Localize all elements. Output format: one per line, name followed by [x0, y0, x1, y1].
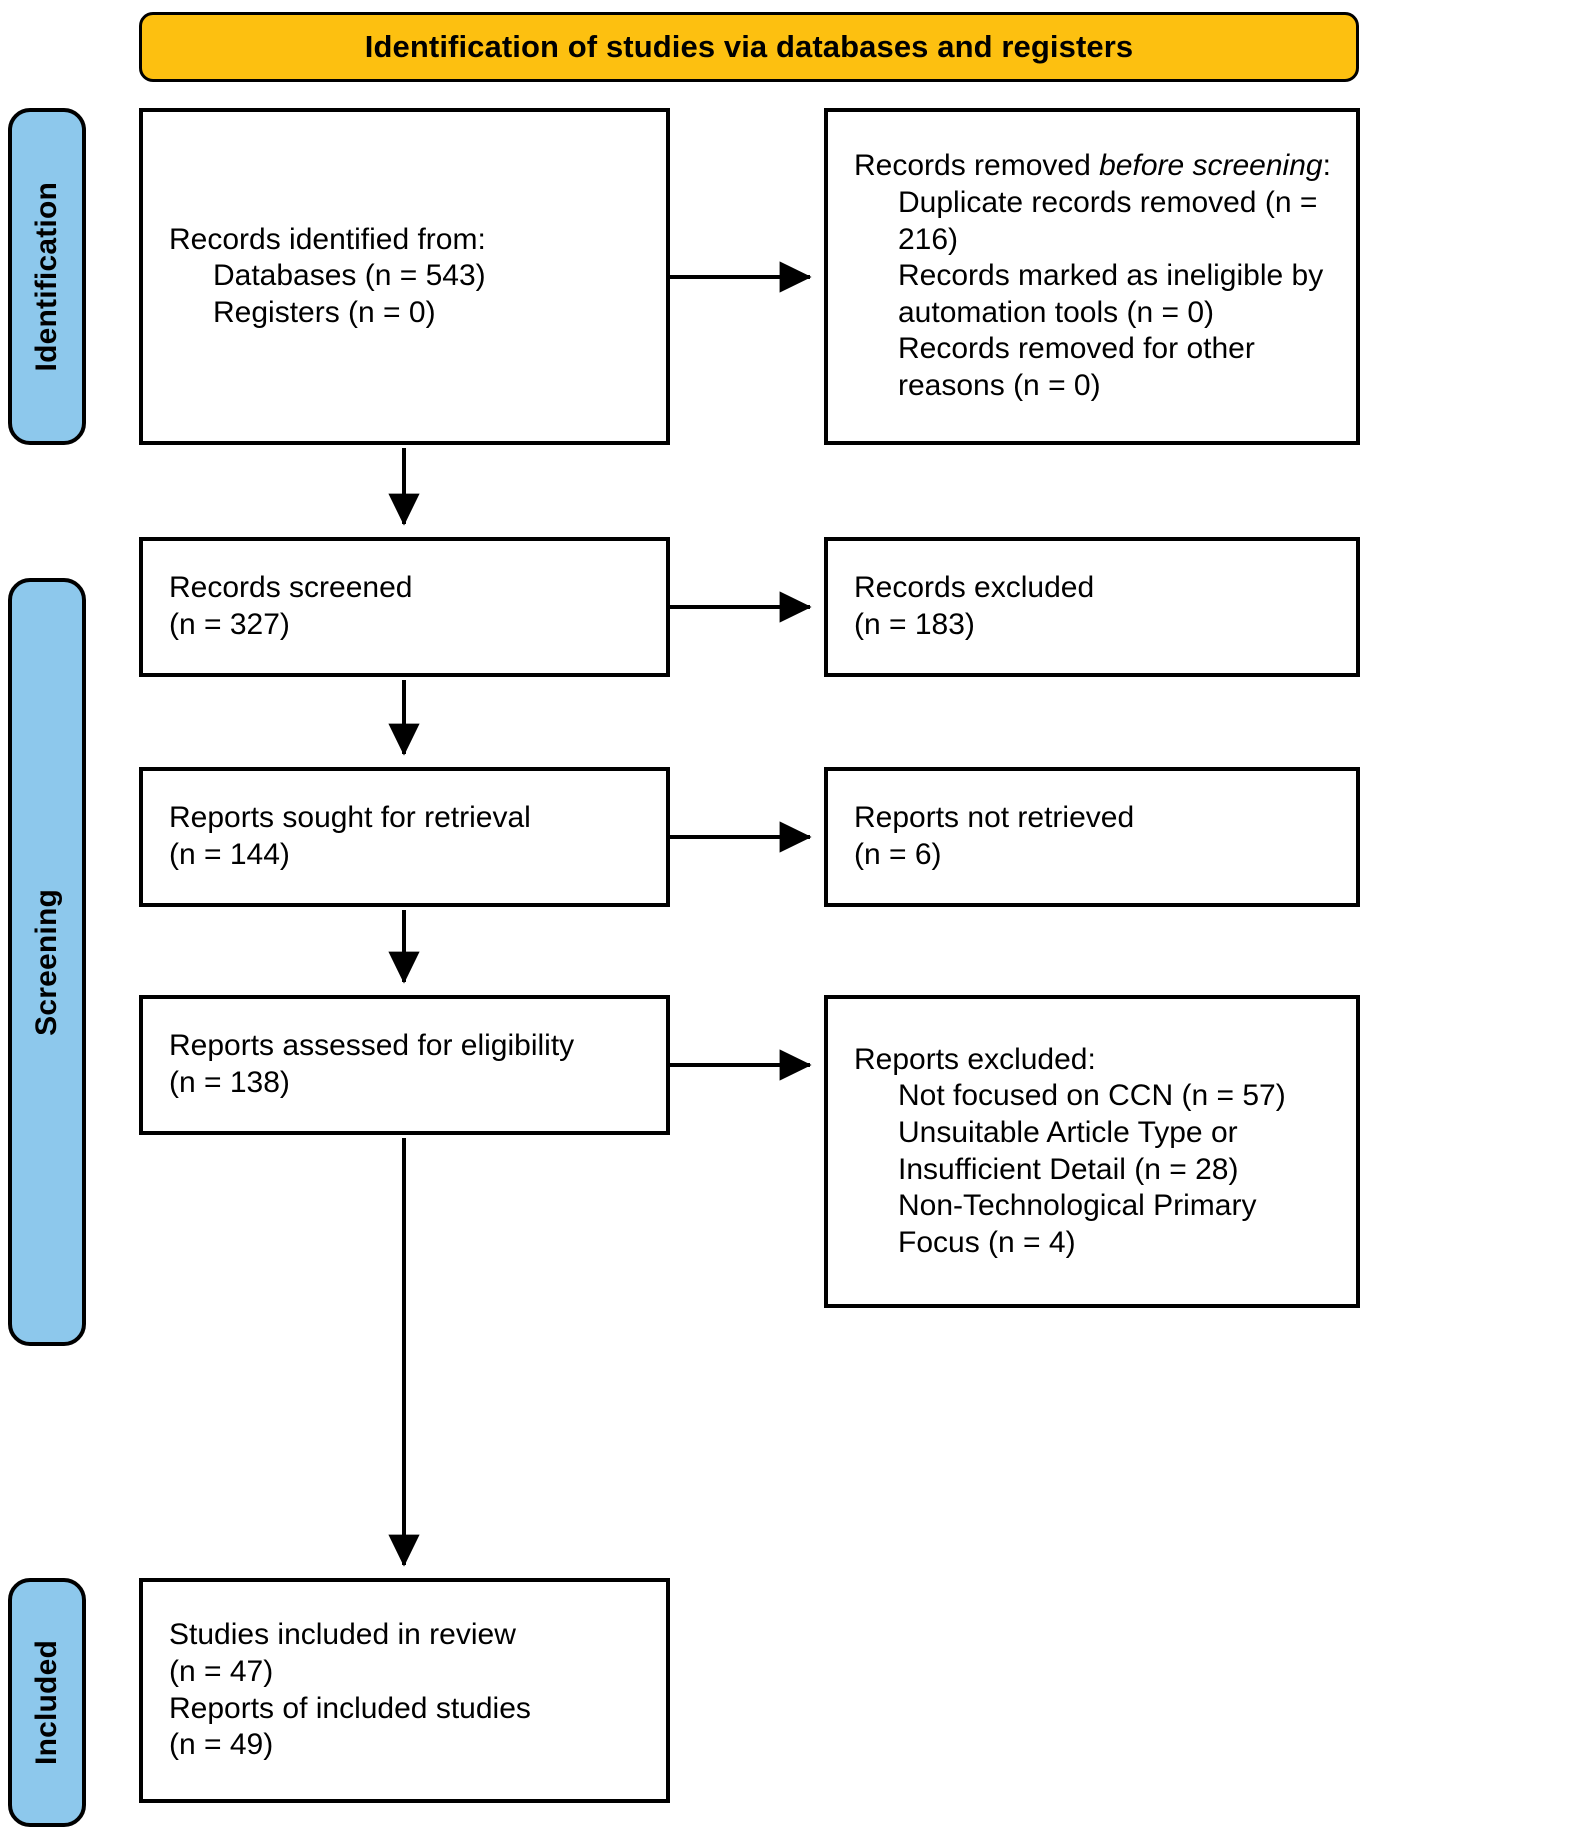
- box-line: Databases (n = 543): [213, 259, 486, 293]
- box-line: Records marked as ineligible by automati…: [898, 259, 1332, 329]
- box-line: (n = 144): [169, 838, 290, 871]
- removed-lead-plain: Records removed: [854, 149, 1100, 183]
- stage-label-screening: Screening: [30, 888, 63, 1036]
- box-reports-excluded: Reports excluded: Not focused on CCN (n …: [824, 995, 1360, 1308]
- box-line: Records identified from:: [169, 222, 486, 256]
- box-line-heading: Records removed before screening:: [854, 148, 1338, 185]
- box-line: Reports sought for retrieval: [169, 801, 531, 835]
- box-reports-assessed-for-eligibility: Reports assessed for eligibility (n = 13…: [139, 995, 670, 1135]
- box-line: Non-Technological Primary Focus (n = 4): [898, 1189, 1265, 1259]
- box-reports-not-retrieved: Reports not retrieved (n = 6): [824, 767, 1360, 907]
- box-line: Reports of included studies: [169, 1691, 531, 1725]
- box-reports-sought-for-retrieval: Reports sought for retrieval (n = 144): [139, 767, 670, 907]
- box-line: (n = 49): [169, 1728, 274, 1762]
- box-line: Reports not retrieved: [854, 801, 1135, 835]
- box-line: Reports assessed for eligibility: [169, 1029, 575, 1063]
- box-line: (n = 138): [169, 1066, 290, 1099]
- box-line: Records screened: [169, 571, 413, 605]
- box-records-excluded: Records excluded (n = 183): [824, 537, 1360, 677]
- page-title: Identification of studies via databases …: [364, 29, 1134, 64]
- box-line: Studies included in review: [169, 1618, 516, 1652]
- box-line: (n = 6): [854, 838, 942, 871]
- box-line: Records excluded: [854, 571, 1095, 605]
- box-line: Duplicate records removed (n = 216): [898, 186, 1326, 256]
- box-records-removed-before-screening: Records removed before screening: Duplic…: [824, 108, 1360, 445]
- box-records-screened: Records screened (n = 327): [139, 537, 670, 677]
- box-line: Registers (n = 0): [213, 295, 436, 329]
- removed-lead-italic: before screening: [1099, 149, 1323, 183]
- box-records-identified: Records identified from: Databases (n = …: [139, 108, 670, 445]
- box-line: (n = 47): [169, 1654, 274, 1688]
- stage-pill-identification: Identification: [8, 108, 86, 445]
- stage-label-included: Included: [30, 1640, 63, 1765]
- removed-lead-tail: :: [1322, 149, 1331, 183]
- box-line: (n = 327): [169, 608, 290, 641]
- box-line: Not focused on CCN (n = 57): [898, 1079, 1286, 1113]
- box-line: Unsuitable Article Type or Insufficient …: [898, 1115, 1246, 1186]
- box-line: Records removed for other reasons (n = 0…: [898, 332, 1264, 402]
- stage-pill-screening: Screening: [8, 578, 86, 1346]
- diagram-title-banner: Identification of studies via databases …: [139, 12, 1359, 82]
- stage-pill-included: Included: [8, 1578, 86, 1827]
- box-studies-included-in-review: Studies included in review (n = 47) Repo…: [139, 1578, 670, 1803]
- box-line: Reports excluded:: [854, 1042, 1096, 1076]
- stage-label-identification: Identification: [30, 181, 63, 372]
- box-line: (n = 183): [854, 608, 975, 641]
